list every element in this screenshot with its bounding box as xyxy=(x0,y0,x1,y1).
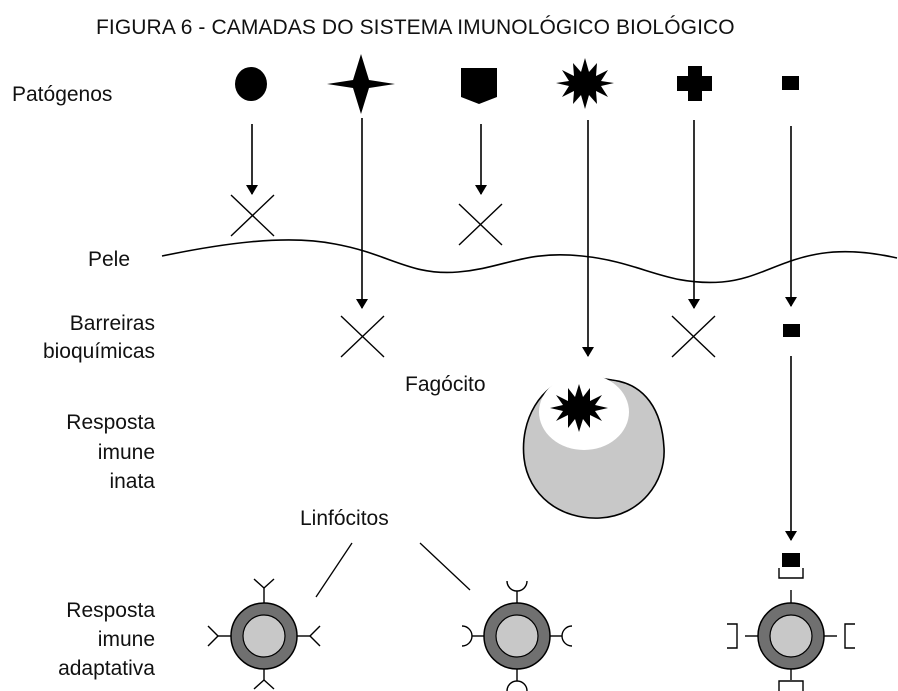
label-biochemical-barriers-line2: bioquímicas xyxy=(42,340,155,363)
engulfed-pathogen-sun-icon xyxy=(550,384,608,432)
lymphocytes-pointer-line xyxy=(419,542,471,591)
label-lymphocytes: Linfócitos xyxy=(300,507,389,530)
label-adaptive-response-line2: imune xyxy=(97,628,155,651)
label-phagocyte: Fagócito xyxy=(405,373,486,396)
lymphocyte-cell xyxy=(727,553,855,691)
pathogen-small-square-icon xyxy=(783,324,800,337)
blocked-x-icon xyxy=(458,203,503,246)
label-innate-response-line2: imune xyxy=(97,441,155,464)
label-innate-response-line1: Resposta xyxy=(66,411,155,434)
phagocyte-cell xyxy=(522,374,665,519)
label-skin: Pele xyxy=(88,248,131,271)
label-adaptive-response-line3: adaptativa xyxy=(58,657,155,680)
pathogen-small-square-icon xyxy=(782,76,799,90)
cup-receptor-icon xyxy=(461,580,573,691)
bracket-receptor-icon xyxy=(727,568,855,691)
pathogen-sun-icon xyxy=(556,58,614,109)
y-receptor-icon xyxy=(207,578,321,690)
blocked-x-icon xyxy=(230,194,275,237)
pathogen-shield-icon xyxy=(461,68,497,104)
label-adaptive-response-line1: Resposta xyxy=(66,599,155,622)
blocked-x-icon xyxy=(671,315,716,358)
pathogen-star-icon xyxy=(327,54,395,114)
bound-pathogen-square-icon xyxy=(782,553,800,567)
label-innate-response-line3: inata xyxy=(109,470,155,493)
figure-title: FIGURA 6 - CAMADAS DO SISTEMA IMUNOLÓGIC… xyxy=(96,16,735,39)
lymphocytes-pointer-line xyxy=(315,542,353,598)
label-biochemical-barriers-line1: Barreiras xyxy=(69,312,155,335)
lymphocyte-cell xyxy=(207,578,321,690)
skin-line xyxy=(161,239,898,284)
pathogen-cross-icon xyxy=(677,66,712,101)
label-pathogens: Patógenos xyxy=(12,83,113,106)
lymphocyte-cell xyxy=(461,580,573,691)
blocked-x-icon xyxy=(340,315,385,358)
pathogen-circle-icon xyxy=(235,67,267,101)
